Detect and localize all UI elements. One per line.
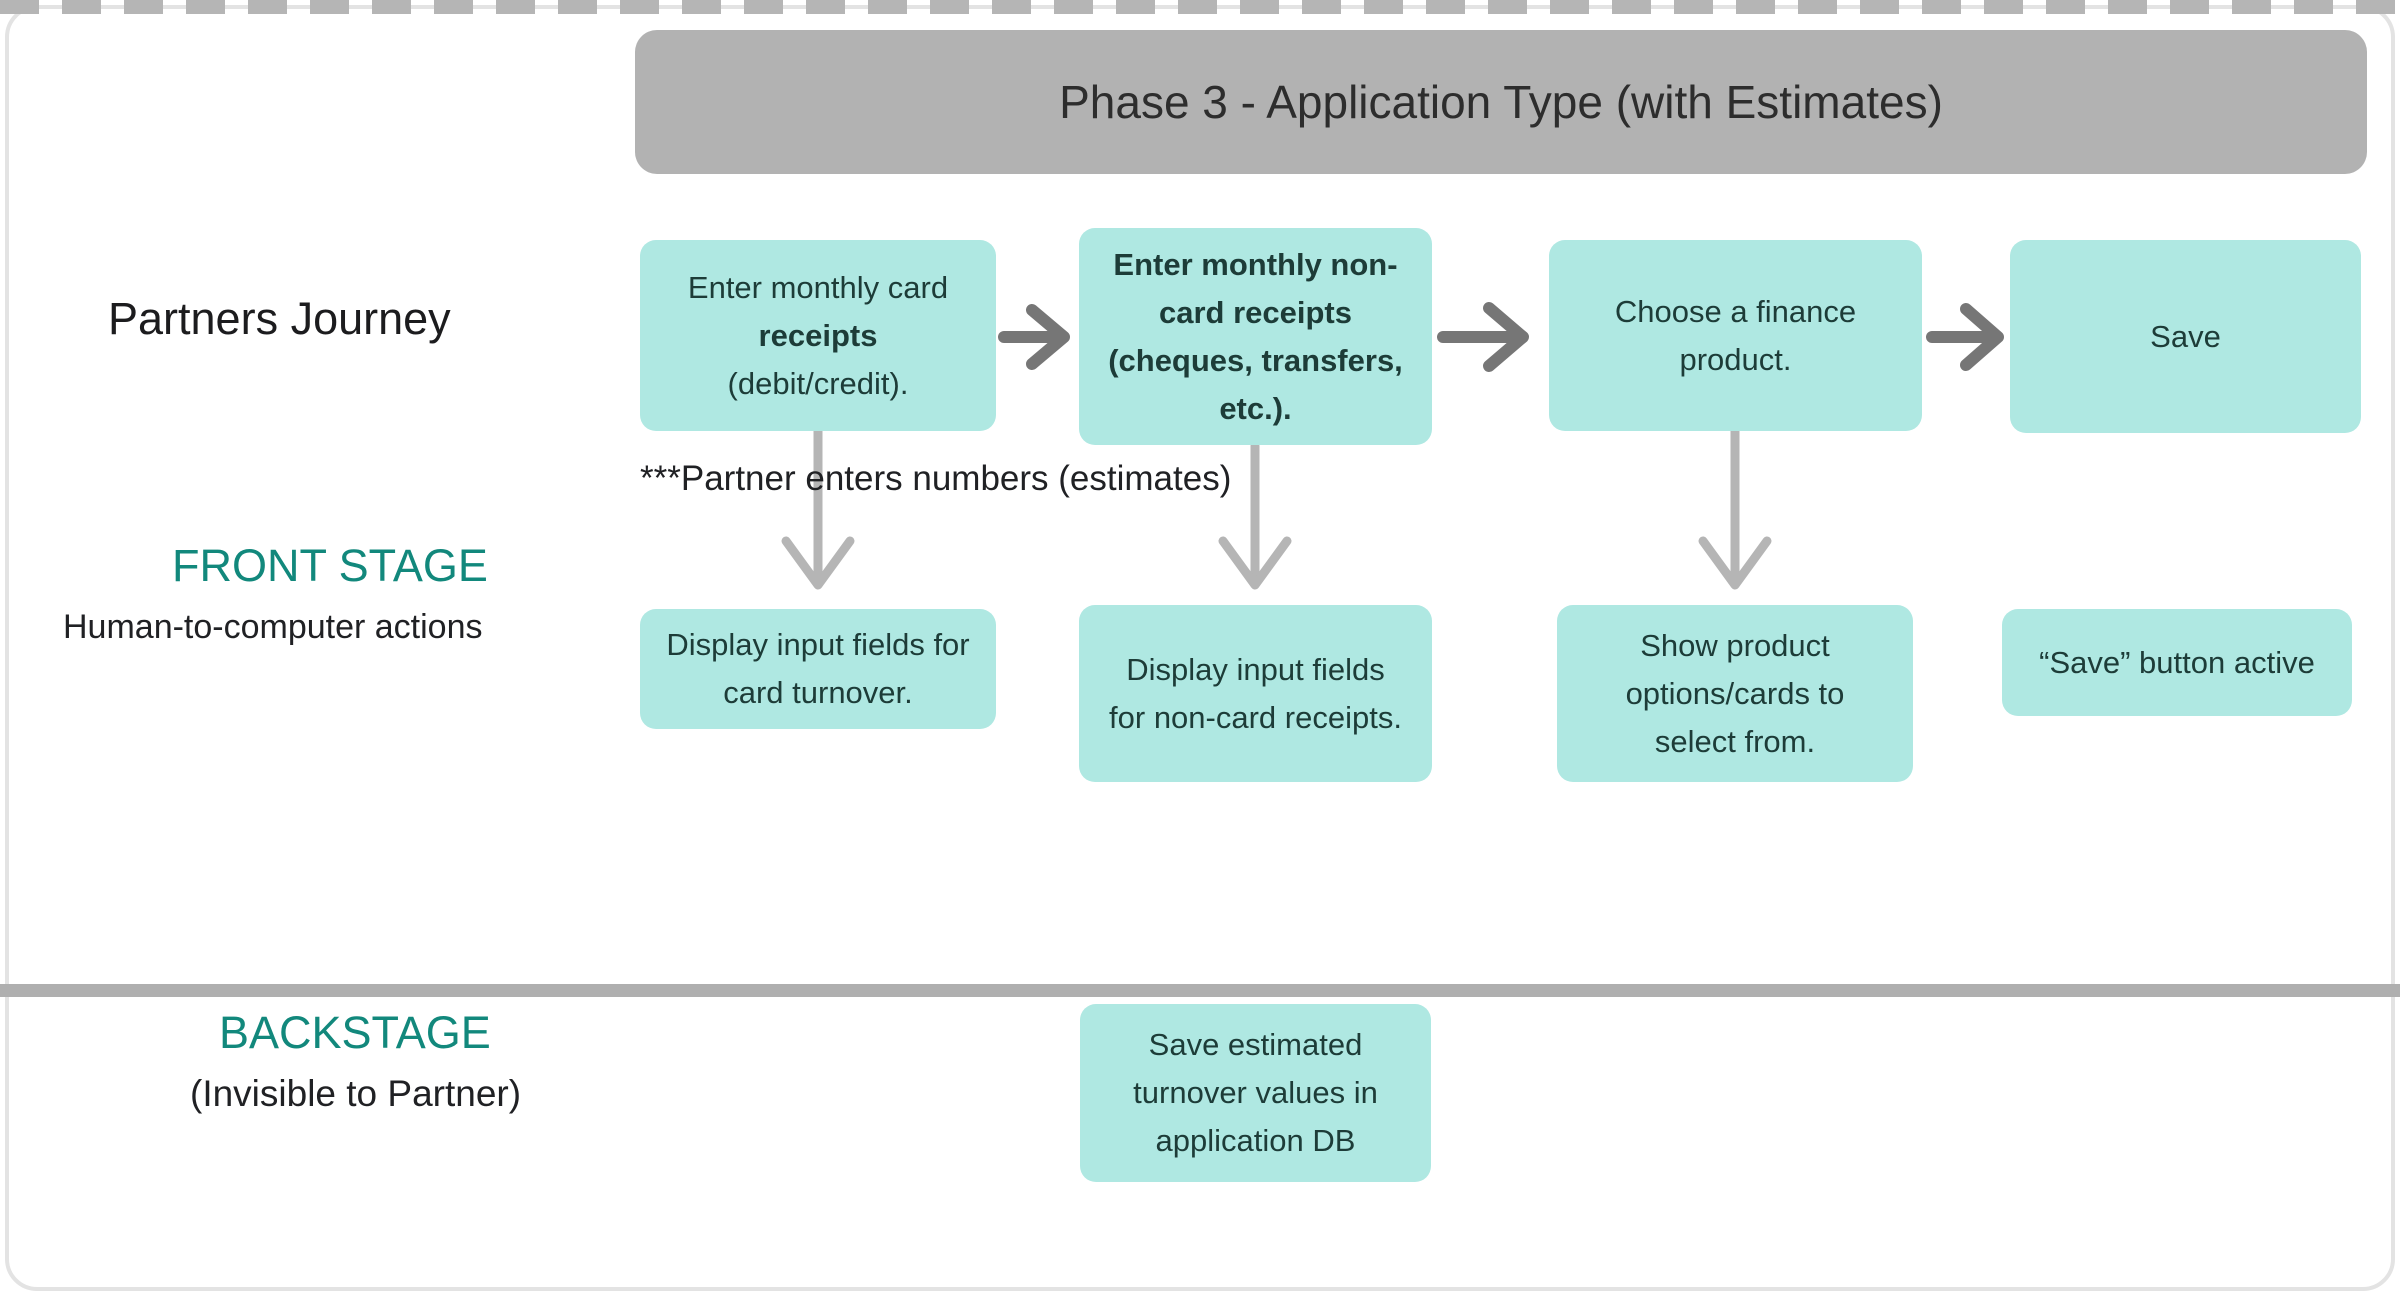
arrow-down-icon xyxy=(1218,441,1292,590)
phase-header-title: Phase 3 - Application Type (with Estimat… xyxy=(1059,76,1943,128)
arrow-right-icon xyxy=(1926,303,2004,371)
journey-step-choose-finance-product: Choose a finance product. xyxy=(1549,240,1922,431)
frontstage-action-card-input-fields: Display input fields for card turnover. xyxy=(640,609,996,729)
backstage-label: BACKSTAGE xyxy=(219,1007,491,1058)
frontstage-action-noncard-input-fields-text: Display input fields for non-card receip… xyxy=(1109,651,1402,735)
partners-journey-label: Partners Journey xyxy=(108,293,451,344)
journey-step-enter-noncard-receipts-text: Enter monthly non-card receipts (cheques… xyxy=(1108,246,1403,426)
frontstage-action-noncard-input-fields: Display input fields for non-card receip… xyxy=(1079,605,1432,782)
partner-estimates-annotation: ***Partner enters numbers (estimates) xyxy=(640,459,1232,498)
arrow-down-icon xyxy=(1698,426,1772,590)
phase-header: Phase 3 - Application Type (with Estimat… xyxy=(635,30,2367,174)
arrow-right-icon xyxy=(1437,302,1529,372)
journey-step-enter-noncard-receipts: Enter monthly non-card receipts (cheques… xyxy=(1079,228,1432,445)
backstage-action-save-turnover-db-text: Save estimated turnover values in applic… xyxy=(1133,1027,1378,1158)
backstage-divider-solid xyxy=(0,984,2400,997)
frontstage-divider-dashed xyxy=(0,0,2400,14)
arrow-down-icon xyxy=(781,426,855,590)
journey-step-save-text: Save xyxy=(2150,318,2221,354)
frontstage-action-show-product-options: Show product options/cards to select fro… xyxy=(1557,605,1913,782)
journey-step-choose-finance-product-text: Choose a finance product. xyxy=(1614,293,1857,377)
journey-step-save: Save xyxy=(2010,240,2361,433)
backstage-action-save-turnover-db: Save estimated turnover values in applic… xyxy=(1080,1004,1431,1182)
arrow-right-icon xyxy=(998,304,1070,370)
frontstage-action-card-input-fields-text: Display input fields for card turnover. xyxy=(666,627,970,710)
frontstage-action-save-button-active-text: “Save” button active xyxy=(2039,644,2315,680)
frontstage-action-show-product-options-text: Show product options/cards to select fro… xyxy=(1625,627,1845,759)
journey-step-enter-card-receipts-text: Enter monthly card receipts (debit/credi… xyxy=(687,269,949,401)
journey-step-enter-card-receipts: Enter monthly card receipts (debit/credi… xyxy=(640,240,996,431)
front-stage-sublabel: Human-to-computer actions xyxy=(63,608,483,646)
front-stage-label: FRONT STAGE xyxy=(172,540,488,591)
backstage-sublabel: (Invisible to Partner) xyxy=(190,1073,522,1114)
frontstage-action-save-button-active: “Save” button active xyxy=(2002,609,2352,716)
